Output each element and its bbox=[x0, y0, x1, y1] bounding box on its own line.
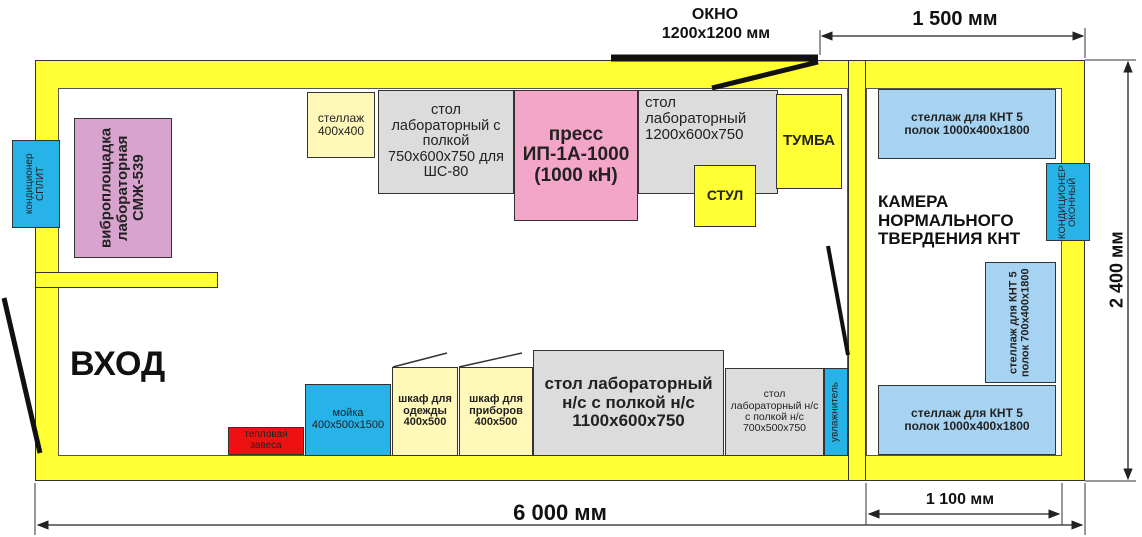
table-shelf-sc80: стол лабораторный с полкой 750х600х750 д… bbox=[378, 90, 514, 194]
sink: мойка 400х500х1500 bbox=[305, 384, 391, 456]
entrance-door bbox=[1, 297, 43, 454]
window-sash bbox=[711, 59, 819, 91]
window-size: 1200х1200 мм bbox=[661, 25, 771, 42]
conditioner-split: кондиционер СПЛИТ bbox=[12, 140, 60, 228]
chamber-door bbox=[826, 245, 850, 356]
partition-wall bbox=[848, 60, 866, 481]
table-small: стол лабораторный н/с с полкой н/с 700х5… bbox=[725, 368, 824, 456]
dim-top-right: 1 500 мм bbox=[912, 8, 998, 30]
humidifier: увлажнитель bbox=[824, 368, 848, 456]
table-big: стол лабораторный н/с с полкой н/с 1100х… bbox=[533, 350, 724, 456]
chamber-label: КАМЕРА НОРМАЛЬНОГО ТВЕРДЕНИЯ КНТ bbox=[878, 192, 1021, 249]
shelf-knt-top: стеллаж для КНТ 5 полок 1000х400х1800 bbox=[878, 89, 1056, 159]
dim-bottom: 6 000 мм bbox=[513, 500, 607, 525]
entrance-label: ВХОД bbox=[70, 345, 166, 383]
shelf-knt-bottom: стеллаж для КНТ 5 полок 1000х400х1800 bbox=[878, 385, 1056, 455]
conditioner-window: КОНДИЦИОНЕР ОКОННЫЙ bbox=[1046, 163, 1090, 241]
heat-curtain: тепловая завеса bbox=[228, 427, 304, 455]
wardrobe-devices: шкаф для приборов 400х500 bbox=[459, 367, 533, 456]
cabinet: ТУМБА bbox=[776, 94, 842, 189]
press: пресс ИП-1А-1000 (1000 кН) bbox=[514, 90, 638, 221]
shelf-knt-side: стеллаж для КНТ 5 полок 700х400х1800 bbox=[985, 262, 1056, 383]
dim-right: 2 400 мм bbox=[1106, 231, 1127, 309]
vibroplatform: виброплощадка лабораторная СМЖ-539 bbox=[74, 118, 172, 258]
dim-bottom-right: 1 100 мм bbox=[925, 491, 995, 508]
wardrobe-clothes: шкаф для одежды 400х500 bbox=[392, 367, 458, 456]
chair: СТУЛ bbox=[694, 165, 756, 227]
shelf-small: стеллаж 400х400 bbox=[307, 92, 375, 158]
window-title: ОКНО bbox=[691, 6, 739, 23]
inner-wall-stub bbox=[35, 272, 218, 288]
